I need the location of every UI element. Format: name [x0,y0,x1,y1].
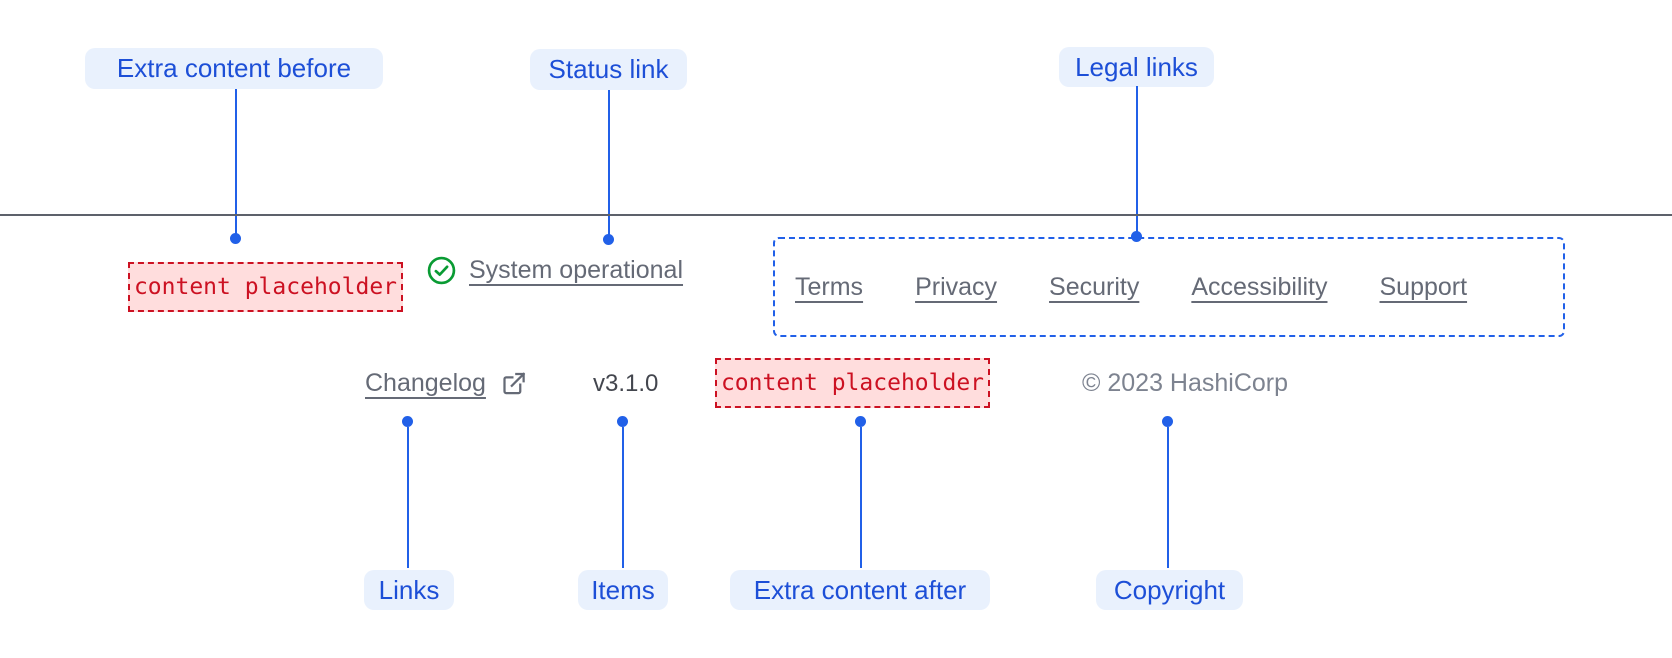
check-circle-icon [427,256,456,285]
footer-top-divider [0,214,1672,216]
connector-line-links [407,427,409,568]
annotation-copyright: Copyright [1096,570,1243,610]
extra-content-before-placeholder: content placeholder [128,262,403,312]
external-link-icon [500,370,527,397]
connector-dot-copyright [1162,416,1173,427]
extra-content-after-placeholder: content placeholder [715,358,990,408]
connector-line-status-link [608,90,610,236]
version-label: v3.1.0 [593,370,659,397]
annotation-legal-links: Legal links [1059,47,1214,87]
connector-line-extra-content-before [235,89,237,235]
copyright-text: © 2023 HashiCorp [1082,369,1289,397]
annotation-links: Links [364,570,454,610]
annotation-extra-content-before: Extra content before [85,48,383,89]
changelog-link-label: Changelog [365,368,486,397]
connector-line-extra-content-after [860,427,862,568]
annotation-status-link: Status link [530,49,687,90]
legal-link-privacy[interactable]: Privacy [915,272,998,301]
connector-line-items [622,427,624,568]
connector-dot-extra-content-after [855,416,866,427]
status-link-label: System operational [469,255,684,284]
legal-link-accessibility[interactable]: Accessibility [1191,272,1328,301]
annotation-extra-content-after: Extra content after [730,570,990,610]
legal-link-terms[interactable]: Terms [795,272,864,301]
status-link[interactable]: System operational [427,254,683,286]
connector-line-legal-links [1136,86,1138,234]
legal-links-group: Terms Privacy Security Accessibility Sup… [773,237,1565,337]
connector-line-copyright [1167,427,1169,568]
changelog-link[interactable]: Changelog [365,366,527,400]
legal-link-security[interactable]: Security [1049,272,1140,301]
connector-dot-extra-content-before [230,233,241,244]
annotation-items: Items [578,570,668,610]
connector-dot-status-link [603,234,614,245]
legal-link-support[interactable]: Support [1379,272,1468,301]
connector-dot-items [617,416,628,427]
connector-dot-links [402,416,413,427]
connector-dot-legal-links [1131,231,1142,242]
